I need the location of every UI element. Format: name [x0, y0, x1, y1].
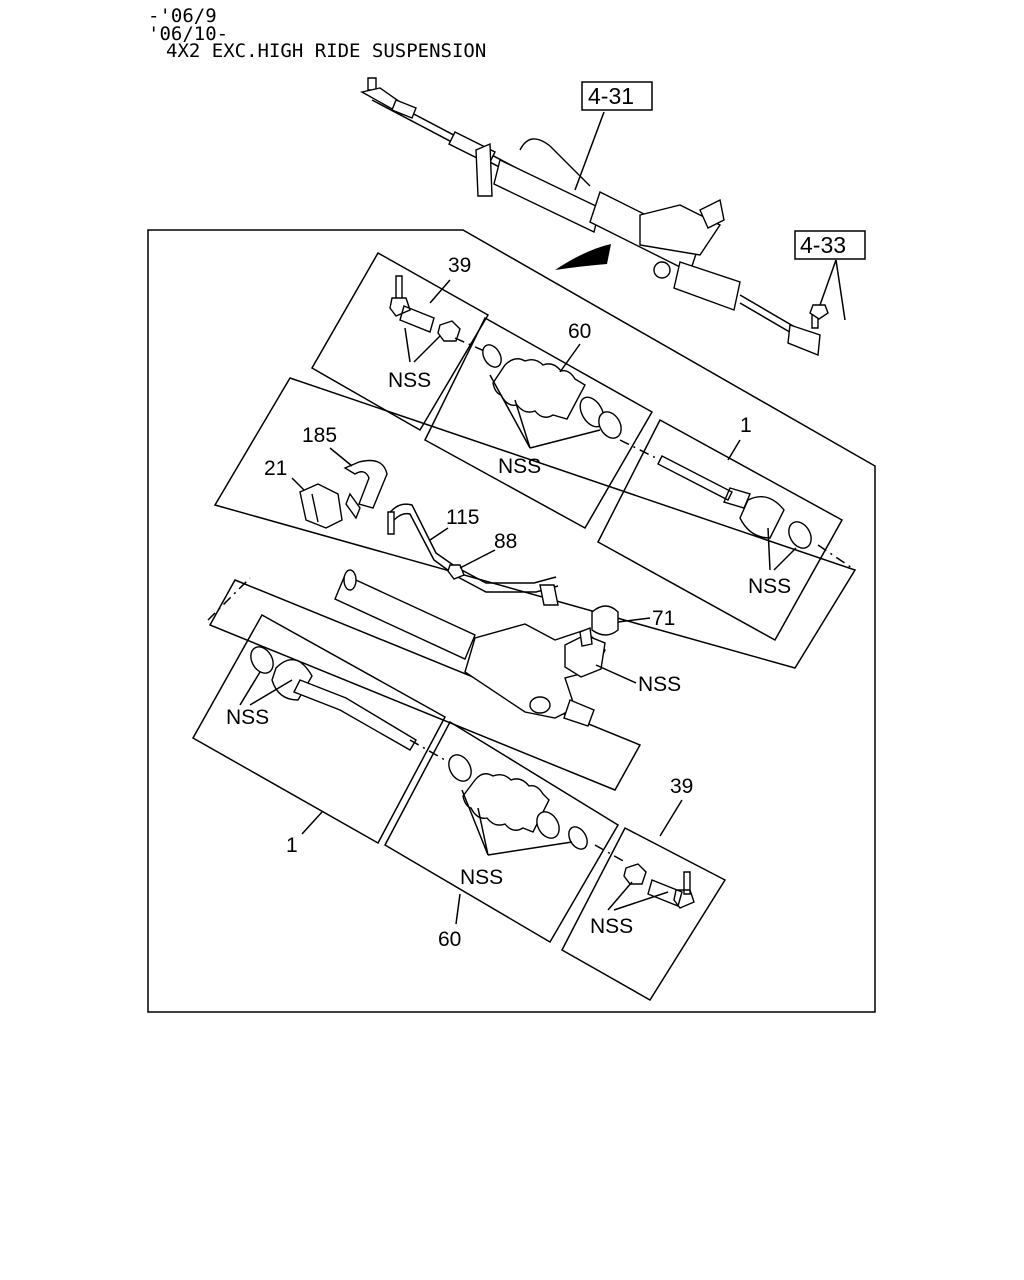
header-line-2: '06/10-: [148, 23, 229, 45]
group-tie-rod-end-top: 39 NSS: [310, 251, 501, 432]
tie-rod-end-icon: [647, 871, 695, 909]
callout-88: 88: [494, 530, 517, 553]
group-tie-rod-end-bottom: NSS 39: [561, 775, 727, 1002]
nss-label: NSS: [748, 575, 791, 598]
callout-115: 115: [446, 506, 479, 529]
group-rack-housing: 185 21 115 88 71 NSS: [208, 377, 857, 791]
inner-tie-rod-icon: [657, 455, 751, 509]
main-frame: [147, 229, 876, 1013]
callout-185: 185: [302, 424, 337, 447]
nut-icon: [623, 863, 647, 885]
nss-label: NSS: [590, 915, 633, 938]
pipe-icon: [387, 503, 557, 584]
nss-label: NSS: [460, 866, 503, 889]
nut-icon: [809, 304, 829, 320]
header-line-1: -'06/9: [148, 5, 217, 27]
clamp-icon: [343, 459, 388, 520]
bushing-icon: [299, 483, 343, 529]
callout-71: 71: [652, 607, 675, 630]
boot-icon: [462, 773, 550, 833]
header-line-3: 4X2 EXC.HIGH RIDE SUSPENSION: [166, 40, 487, 62]
callout-60-top: 60: [568, 320, 591, 343]
ref-4-33-label: 4-33: [800, 232, 846, 258]
group-inner-tie-rod-right: 1 NSS: [597, 414, 856, 642]
ref-box-4-33[interactable]: 4-33: [794, 230, 866, 260]
group-inner-tie-rod-left: NSS 1: [191, 577, 447, 857]
callout-21: 21: [264, 457, 287, 480]
ref-4-31-label: 4-31: [588, 83, 634, 109]
nss-label: NSS: [638, 673, 681, 696]
boot-icon: [492, 358, 586, 420]
ref-box-4-31[interactable]: 4-31: [581, 81, 653, 111]
nut-icon: [437, 320, 461, 342]
tie-rod-end-icon: [389, 275, 435, 333]
callout-1-left: 1: [286, 834, 298, 857]
fitting-icon: [447, 564, 465, 580]
nss-label: NSS: [498, 455, 541, 478]
callout-39-top: 39: [448, 254, 471, 277]
callout-60-bottom: 60: [438, 928, 461, 951]
group-boot-bottom: NSS 60: [384, 720, 626, 951]
nss-label: NSS: [226, 706, 269, 729]
inner-tie-rod-icon: [293, 679, 417, 751]
callout-1-right: 1: [740, 414, 752, 437]
group-boot-top: 60 NSS: [424, 316, 661, 530]
cap-icon: [591, 605, 619, 636]
callout-39-bottom: 39: [670, 775, 693, 798]
nss-label: NSS: [388, 369, 431, 392]
assembled-steering-rack: [360, 77, 821, 356]
